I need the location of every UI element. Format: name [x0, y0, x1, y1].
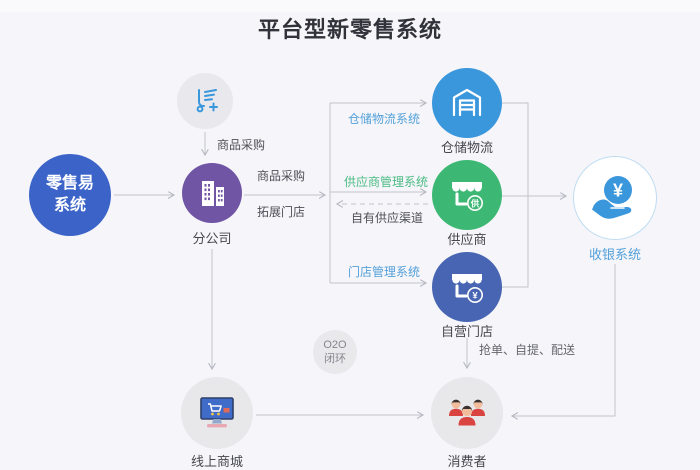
retail-system-label: 零售易 系统: [45, 174, 94, 214]
node-o2o-loop: O2O 闭环: [313, 330, 357, 374]
node-own-store: ¥: [432, 252, 502, 322]
online-shop-monitor-icon: [200, 397, 234, 428]
node-supplier: 供: [432, 160, 502, 230]
supplier-label: 供应商: [447, 232, 487, 247]
consumer-label: 消费者: [447, 454, 487, 469]
node-cashier: ¥: [573, 156, 657, 240]
warehouse-system-label: 仓储物流系统: [348, 112, 421, 126]
own-store-label: 自营门店: [440, 324, 494, 339]
cashier-label: 收银系统: [588, 247, 642, 262]
procure-down-label: 商品采购: [217, 138, 266, 152]
hand-truck-plus-icon: [196, 89, 218, 113]
page-title: 平台型新零售系统: [257, 17, 442, 42]
edge-cashier-to-consumer: [512, 264, 616, 416]
storefront-yuan-icon: ¥: [452, 274, 483, 303]
o2o-label: O2O 闭环: [323, 338, 347, 365]
branch-right-top-label: 商品采购: [256, 169, 306, 183]
warehouse-icon: [452, 88, 482, 117]
online-mall-label: 线上商城: [190, 454, 244, 469]
supplier-system-label: 供应商管理系统: [344, 175, 429, 189]
delivery-label: 抢单、自提、配送: [479, 343, 576, 357]
top-band: [0, 0, 700, 12]
consumers-icon: [449, 399, 485, 426]
own-supply-channel-label: 自有供应渠道: [351, 211, 424, 225]
supplier-badge: 供: [470, 199, 480, 209]
node-online-mall: [181, 377, 253, 449]
buildings-icon: [202, 181, 224, 206]
node-procurement: [177, 73, 233, 129]
node-branch: [182, 163, 242, 223]
node-consumer: [431, 377, 503, 449]
branch-label: 分公司: [192, 231, 232, 246]
coin-in-hand-icon: ¥: [592, 176, 632, 219]
warehouse-label: 仓储物流: [440, 140, 494, 155]
cashier-coin-symbol: ¥: [613, 181, 623, 201]
node-warehouse: [432, 68, 502, 138]
right-bracket: [502, 102, 529, 288]
own-store-badge: ¥: [472, 291, 478, 302]
node-retail-system: 零售易 系统: [29, 154, 111, 236]
branch-right-bottom-label: 拓展门店: [256, 205, 306, 219]
storefront-supplier-icon: 供: [452, 182, 483, 211]
store-system-label: 门店管理系统: [348, 265, 421, 279]
